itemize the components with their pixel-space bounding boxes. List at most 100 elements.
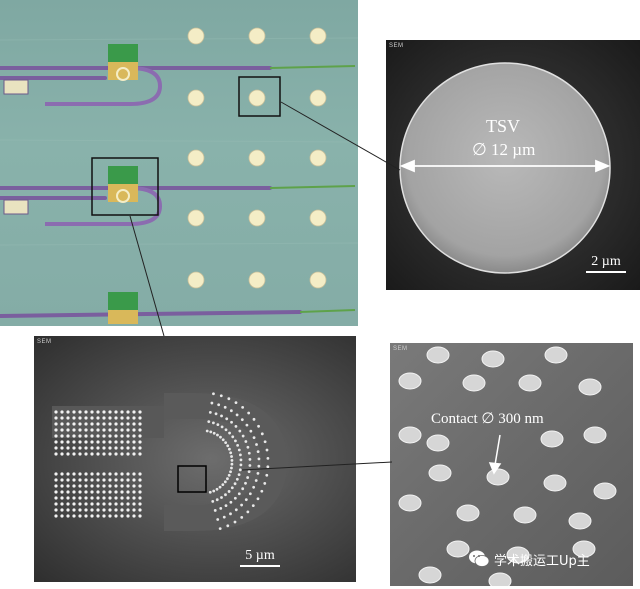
array-dot (102, 410, 106, 414)
device-scale-bar: 5 µm (240, 548, 280, 567)
array-dot (90, 410, 94, 414)
array-dot (90, 490, 94, 494)
array-dot (102, 422, 106, 426)
array-dot (66, 502, 70, 506)
array-dot (102, 472, 106, 476)
array-dot (60, 452, 64, 456)
arc-dot (229, 512, 232, 516)
array-dot (54, 428, 58, 432)
array-dot (54, 496, 58, 500)
array-dot (90, 434, 94, 438)
arc-dot (230, 462, 234, 466)
arc-dot (251, 504, 255, 508)
array-dot (120, 478, 124, 482)
tsv-scale-label: 2 µm (591, 254, 621, 269)
array-dot (132, 446, 136, 450)
array-dot (60, 490, 64, 494)
array-dot (54, 484, 58, 488)
array-dot (72, 422, 76, 426)
contacts-selection-box (177, 465, 207, 493)
array-dot (96, 472, 100, 476)
array-dot (120, 508, 124, 512)
array-dot (114, 428, 118, 432)
arc-dot (224, 428, 228, 432)
arc-dot (247, 470, 251, 474)
arc-dot (239, 453, 242, 457)
array-dot (72, 440, 76, 444)
array-dot (120, 446, 124, 450)
array-dot (54, 478, 58, 482)
array-dot (126, 410, 130, 414)
array-dot (126, 422, 130, 426)
array-dot (120, 440, 124, 444)
tsv-sem-drawing (399, 62, 611, 274)
array-dot (84, 440, 88, 444)
contact-dot (513, 506, 537, 524)
arc-dot (240, 503, 243, 507)
optical-micrograph-drawing (0, 27, 358, 324)
array-dot (108, 472, 112, 476)
array-dot (54, 472, 58, 476)
arc-dot (260, 489, 264, 493)
array-dot (108, 422, 112, 426)
array-dot (72, 434, 76, 438)
arc-dot (245, 423, 249, 427)
array-dot (90, 440, 94, 444)
array-dot (102, 446, 106, 450)
array-dot (66, 434, 70, 438)
array-dot (72, 508, 76, 512)
array-dot (84, 502, 88, 506)
arc-dot (238, 429, 242, 433)
array-dot (84, 434, 88, 438)
array-dot (84, 452, 88, 456)
array-dot (102, 416, 106, 420)
array-dot (108, 514, 112, 518)
contact-dot (486, 468, 510, 486)
array-dot (114, 452, 118, 456)
array-dot (90, 496, 94, 500)
array-dot (138, 478, 142, 482)
contact-dot (578, 378, 602, 396)
contact-dot (506, 546, 530, 564)
array-dot (126, 472, 130, 476)
contact-dot (568, 512, 592, 530)
arc-dot (227, 490, 231, 493)
arc-dot (244, 498, 248, 502)
arc-dot (263, 482, 267, 485)
arc-dot (219, 435, 222, 439)
array-dot (66, 478, 70, 482)
arc-dot (266, 465, 270, 469)
array-dot (66, 514, 70, 518)
array-dot (132, 410, 136, 414)
arc-dot (215, 487, 219, 491)
array-dot (108, 496, 112, 500)
array-dot (126, 496, 130, 500)
chat-bubbles-icon (468, 548, 490, 570)
array-dot (72, 410, 76, 414)
arc-dot (260, 432, 264, 436)
array-dot (126, 502, 130, 506)
array-dot (132, 496, 136, 500)
array-dot (54, 434, 58, 438)
arc-dot (227, 473, 231, 477)
array-dot (66, 508, 70, 512)
contact-label: Contact ∅ 300 nm (431, 411, 544, 427)
arc-dot (224, 441, 228, 445)
array-dot (78, 446, 82, 450)
arc-dot (209, 430, 213, 434)
array-dot (66, 472, 70, 476)
array-dot (96, 478, 100, 482)
array-dot (54, 440, 58, 444)
array-dot (96, 484, 100, 488)
arc-dot (235, 413, 239, 417)
arc-dot (213, 509, 217, 512)
contact-dot (426, 346, 450, 364)
arc-dot (256, 450, 260, 454)
tsv-diameter-label: ∅ 12 µm (472, 140, 536, 159)
array-dot (114, 472, 118, 476)
arc-dot (248, 492, 252, 496)
array-dot (114, 478, 118, 482)
array-dot (120, 472, 124, 476)
array-dot (132, 452, 136, 456)
arc-dot (219, 506, 223, 510)
